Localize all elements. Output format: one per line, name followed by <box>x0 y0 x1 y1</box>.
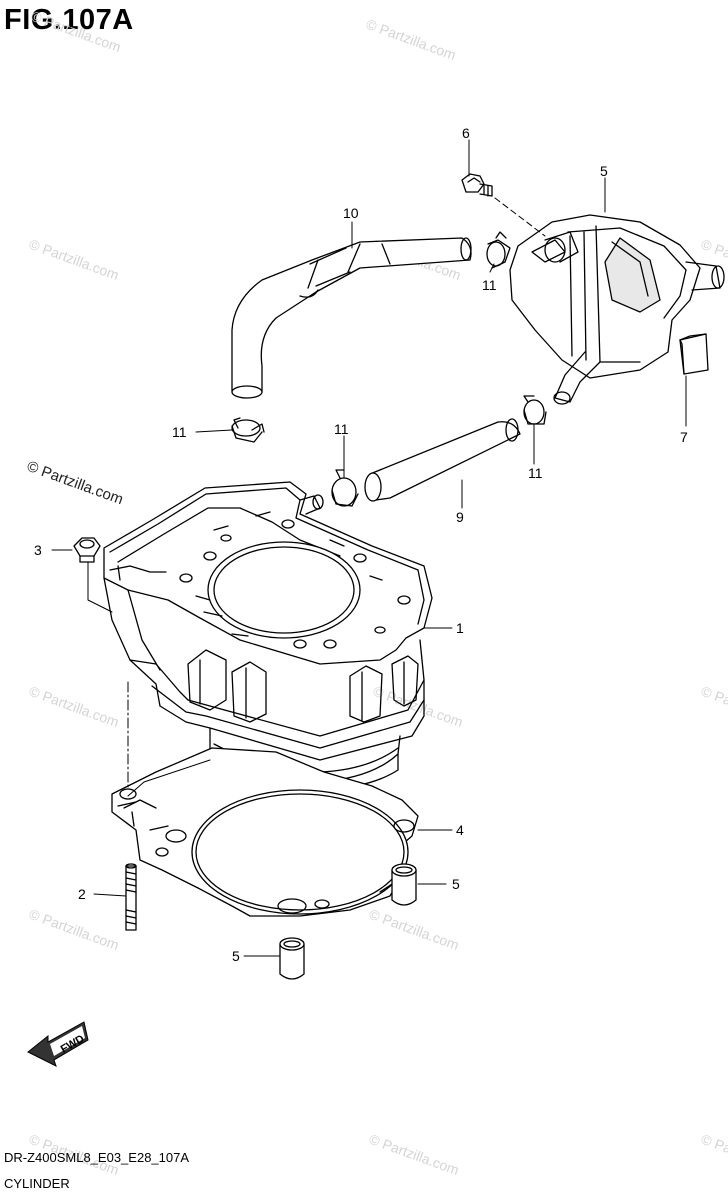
callout-2: 2 <box>78 886 86 902</box>
callout-10: 10 <box>343 205 359 221</box>
watermark-text: © Partzilla.com <box>367 906 461 953</box>
reed-valve-housing <box>509 214 725 405</box>
watermark-text: © Partzilla.com <box>27 906 121 953</box>
bolt-part-7 <box>461 173 546 237</box>
gasket-part-4 <box>111 747 419 917</box>
figure-title: FIG.107A <box>4 4 134 36</box>
stud-part-2 <box>125 863 137 931</box>
callout-11: 11 <box>528 465 543 481</box>
watermark-text: © Partzilla.com <box>367 1131 461 1178</box>
callout-labels: 6 5 10 11 7 11 11 11 9 3 1 4 2 5 5 <box>34 125 688 964</box>
watermark-text: © Partzilla.com <box>27 683 121 730</box>
callout-11: 11 <box>334 421 349 437</box>
callout-7: 6 <box>462 125 470 141</box>
clamp-part-11 <box>486 231 511 269</box>
callout-6: 5 <box>600 163 608 179</box>
watermark-featured: © Partzilla.com <box>25 458 126 509</box>
dowel-part-5 <box>279 937 305 980</box>
watermark-text: © Partzilla.com <box>699 1131 728 1178</box>
callout-1: 1 <box>456 620 464 636</box>
dowel-part-5 <box>391 863 417 906</box>
block-part-8 <box>679 333 709 375</box>
fwd-arrow-icon: FWD <box>27 1021 89 1067</box>
hose-part-10 <box>231 237 472 399</box>
watermark-text: © Partzilla.com <box>364 16 458 63</box>
clamp-part-11 <box>523 395 547 425</box>
cylinder-part-1 <box>103 481 433 791</box>
clamp-part-11 <box>231 417 265 443</box>
hose-part-9 <box>364 418 521 502</box>
figure-name: CYLINDER <box>4 1176 70 1191</box>
callout-8: 7 <box>680 429 688 445</box>
callout-5: 5 <box>452 876 460 892</box>
figure-code: DR-Z400SML8_E03_E28_107A <box>4 1150 190 1165</box>
callout-11: 11 <box>172 424 187 440</box>
callout-11: 11 <box>482 277 497 293</box>
callout-5: 5 <box>232 948 240 964</box>
callout-4: 4 <box>456 822 464 838</box>
watermark-text: © Partzilla.com <box>699 683 728 730</box>
clamp-part-11 <box>331 469 359 507</box>
watermark-text: © Partzilla.com <box>29 8 123 55</box>
callout-3: 3 <box>34 542 42 558</box>
watermark-text: © Partzilla.com <box>27 236 121 283</box>
leader-lines <box>51 139 687 957</box>
nut-part-3 <box>73 537 101 563</box>
callout-9: 9 <box>456 509 464 525</box>
